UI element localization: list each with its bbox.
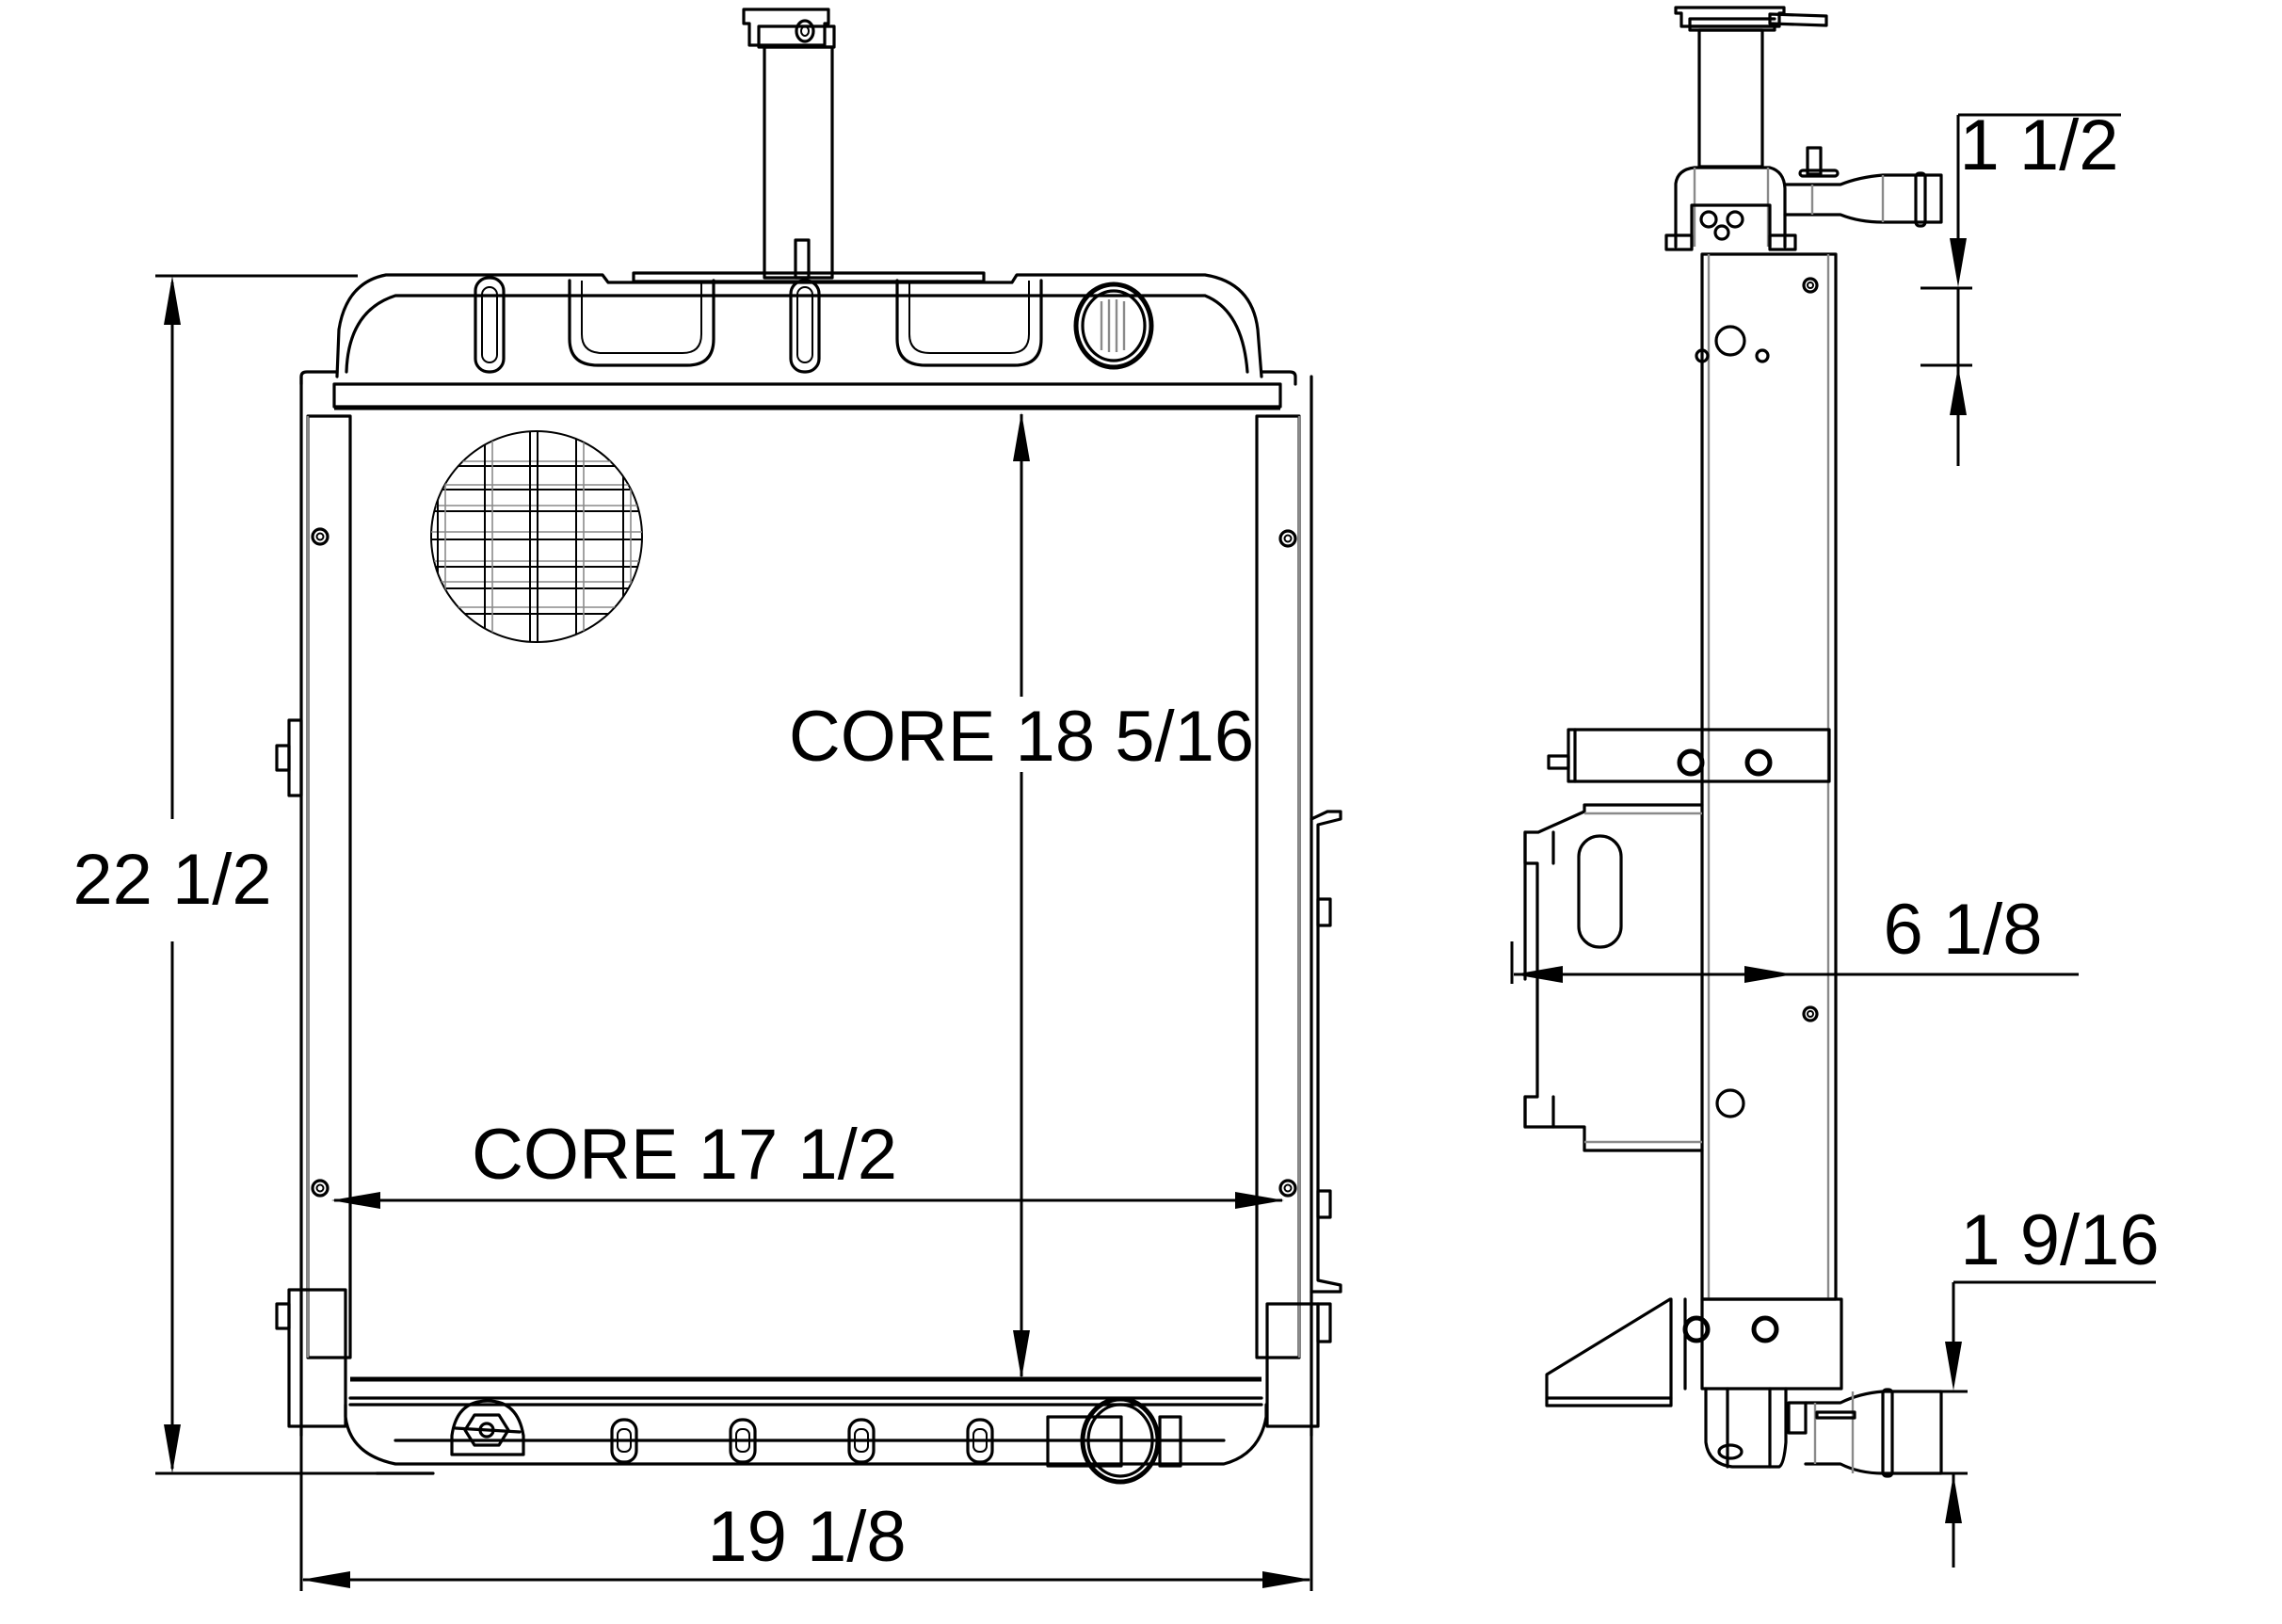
dim-lower-outlet: 1 9/16: [1920, 1200, 2160, 1568]
side-view: [1523, 6, 1943, 1478]
drain-cock: [450, 1399, 525, 1456]
filler-neck: [632, 8, 986, 283]
label-core-height: CORE 18 5/16: [789, 697, 1254, 777]
bottom-tank: [344, 1376, 1268, 1485]
outlet-port: [1046, 1396, 1182, 1485]
side-core: [1695, 252, 1838, 1301]
label-lower-outlet: 1 9/16: [1960, 1200, 2159, 1280]
top-tank: [299, 273, 1297, 410]
dim-depth: 6 1/8: [1510, 890, 2079, 984]
front-view: [275, 8, 1342, 1485]
label-core-width: CORE 17 1/2: [472, 1115, 897, 1195]
label-overall-height: 22 1/2: [72, 840, 271, 920]
side-filler-neck: [1674, 6, 1828, 169]
dim-overall-width: 19 1/8: [299, 1436, 1313, 1591]
side-frame-right: [1255, 375, 1342, 1438]
label-upper-outlet: 1 1/2: [1959, 105, 2118, 185]
side-mid-bracket: [1523, 803, 1704, 1152]
dim-core-height: CORE 18 5/16: [789, 412, 1254, 1379]
dim-overall-height: 22 1/2: [72, 274, 433, 1475]
label-overall-width: 19 1/8: [707, 1497, 906, 1577]
side-top-tank: [1664, 146, 1943, 251]
label-depth: 6 1/8: [1883, 890, 2042, 970]
fan-mesh: [430, 430, 643, 643]
side-mounting-bracket: [1547, 728, 1831, 783]
dim-core-width: CORE 17 1/2: [331, 1115, 1284, 1209]
dim-upper-outlet: 1 1/2: [1920, 105, 2121, 466]
side-lower-bracket: [1545, 1297, 1943, 1478]
side-frame-left: [275, 375, 352, 1438]
